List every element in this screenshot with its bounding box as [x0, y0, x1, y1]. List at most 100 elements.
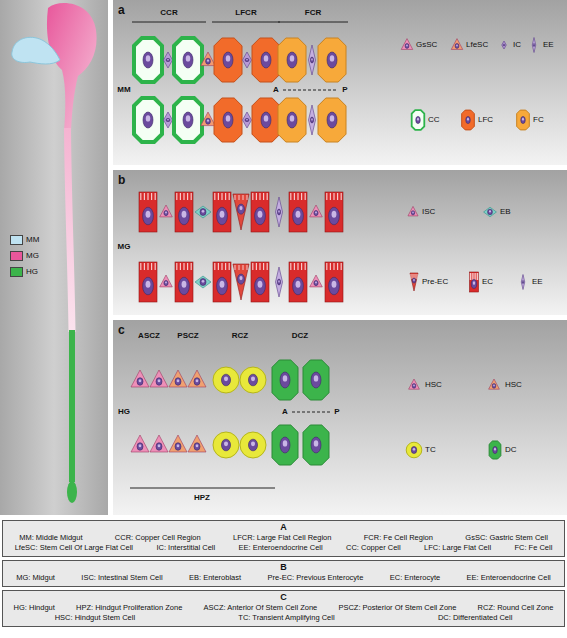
- nucleolus: [220, 211, 225, 218]
- microvillus: [297, 263, 298, 270]
- gut-illustration: [12, 3, 97, 503]
- nucleus: [261, 52, 271, 68]
- nucleolus: [196, 444, 199, 447]
- intestinal-stem-cell: [160, 205, 173, 217]
- nucleolus: [283, 375, 288, 381]
- figure-panel: b: [113, 170, 567, 315]
- fe-cell: [517, 110, 530, 130]
- abbreviation: HG: Hindgut: [14, 603, 55, 613]
- legend-swatch: [10, 251, 23, 261]
- microvillus: [330, 193, 331, 200]
- nucleolus: [158, 379, 161, 382]
- enterocyte: [139, 192, 157, 232]
- nucleus: [311, 372, 321, 388]
- crop-bulge: [47, 3, 97, 132]
- legend-text: EE: [532, 277, 543, 287]
- panel-ground: [113, 320, 567, 515]
- nucleolus: [417, 118, 419, 121]
- differentiated-cell: [303, 360, 329, 400]
- microvillus: [235, 265, 236, 270]
- microvillus: [155, 263, 156, 270]
- microvillus: [229, 193, 230, 200]
- hindgut-stem-cell: [131, 435, 149, 452]
- enterocyte: [325, 262, 343, 302]
- microvillus: [333, 193, 334, 200]
- abbreviation: DC: Differentiated Cell: [438, 613, 512, 623]
- nucleolus: [467, 118, 469, 121]
- microvillus: [326, 263, 327, 270]
- nucleolus: [182, 281, 187, 288]
- nucleolus: [283, 440, 288, 446]
- nucleus: [411, 446, 416, 453]
- microvillus: [326, 193, 327, 200]
- nucleolus: [330, 55, 335, 61]
- nucleolus: [278, 280, 279, 282]
- region-bracket: [130, 488, 275, 489]
- nucleolus: [220, 281, 225, 288]
- transient-amplifying-cell: [240, 367, 266, 393]
- abbreviation: CCR: Copper Cell Region: [115, 533, 201, 543]
- enteroendocrine-cell: [276, 267, 283, 297]
- nucleus: [310, 117, 313, 123]
- abbreviation: ASCZ: Anterior Of Stem Cell Zone: [203, 603, 317, 613]
- enteroendocrine-cell: [532, 38, 536, 53]
- region-bracket: [278, 22, 348, 23]
- microvillus: [252, 193, 253, 200]
- enteroblast: [195, 276, 211, 288]
- abbreviation: FC: Fe Cell: [514, 543, 552, 553]
- nucleus: [314, 280, 318, 285]
- enteroendocrine-cell: [309, 105, 316, 135]
- nucleus: [533, 44, 535, 47]
- microvillus: [191, 193, 192, 200]
- nucleolus: [239, 276, 242, 280]
- microvillus: [225, 193, 226, 200]
- nucleus: [314, 210, 318, 215]
- intestinal-stem-cell: [310, 275, 323, 287]
- nucleus: [522, 281, 524, 284]
- legend-text: LfeSC: [466, 40, 488, 50]
- legend-item: TC: [425, 445, 436, 455]
- interstitial-cell: [243, 52, 252, 68]
- side-panel: [0, 0, 108, 515]
- legend-text: EC: [482, 277, 493, 287]
- microvillus: [183, 263, 184, 270]
- large-flat-cell: [462, 110, 475, 130]
- hindgut-stem-cell: [150, 370, 168, 387]
- nucleolus: [315, 281, 317, 283]
- microvillus: [218, 263, 219, 270]
- nucleolus: [290, 55, 295, 61]
- nucleolus: [246, 119, 248, 120]
- nucleolus: [311, 118, 312, 120]
- nucleus: [287, 52, 297, 68]
- enterocyte: [251, 262, 269, 302]
- large-flat-cell: [252, 38, 280, 82]
- microvillus: [290, 263, 291, 270]
- nucleolus: [456, 45, 458, 47]
- abbreviation: EB: Enteroblast: [189, 573, 241, 583]
- legend-item: LfeSC: [466, 40, 488, 50]
- nucleolus: [412, 212, 414, 214]
- microvillus: [475, 273, 476, 280]
- nucleus: [412, 278, 416, 283]
- transient-amplifying-cell: [406, 442, 422, 458]
- legend-item: EC: [482, 277, 493, 287]
- legend-item: LFC: [478, 115, 493, 125]
- abbreviation: MM: Middle Midgut: [19, 533, 82, 543]
- nucleus: [164, 280, 168, 285]
- microvillus: [411, 274, 412, 279]
- microvillus: [187, 193, 188, 200]
- microvillus: [180, 193, 181, 200]
- microvillus: [151, 263, 152, 270]
- legend-item: MM: [10, 235, 39, 245]
- region-label: DCZ: [292, 331, 308, 341]
- nucleus: [329, 207, 340, 225]
- nucleolus: [311, 58, 312, 60]
- nucleolus: [413, 279, 415, 281]
- intestinal-stem-cell: [160, 275, 173, 287]
- microvillus: [252, 263, 253, 270]
- copper-cell: [174, 98, 202, 142]
- enterocyte: [470, 272, 479, 292]
- abbreviation: TC: Transient Amplifying Cell: [238, 613, 334, 623]
- microvillus: [187, 263, 188, 270]
- legend-text: HSC: [505, 380, 522, 390]
